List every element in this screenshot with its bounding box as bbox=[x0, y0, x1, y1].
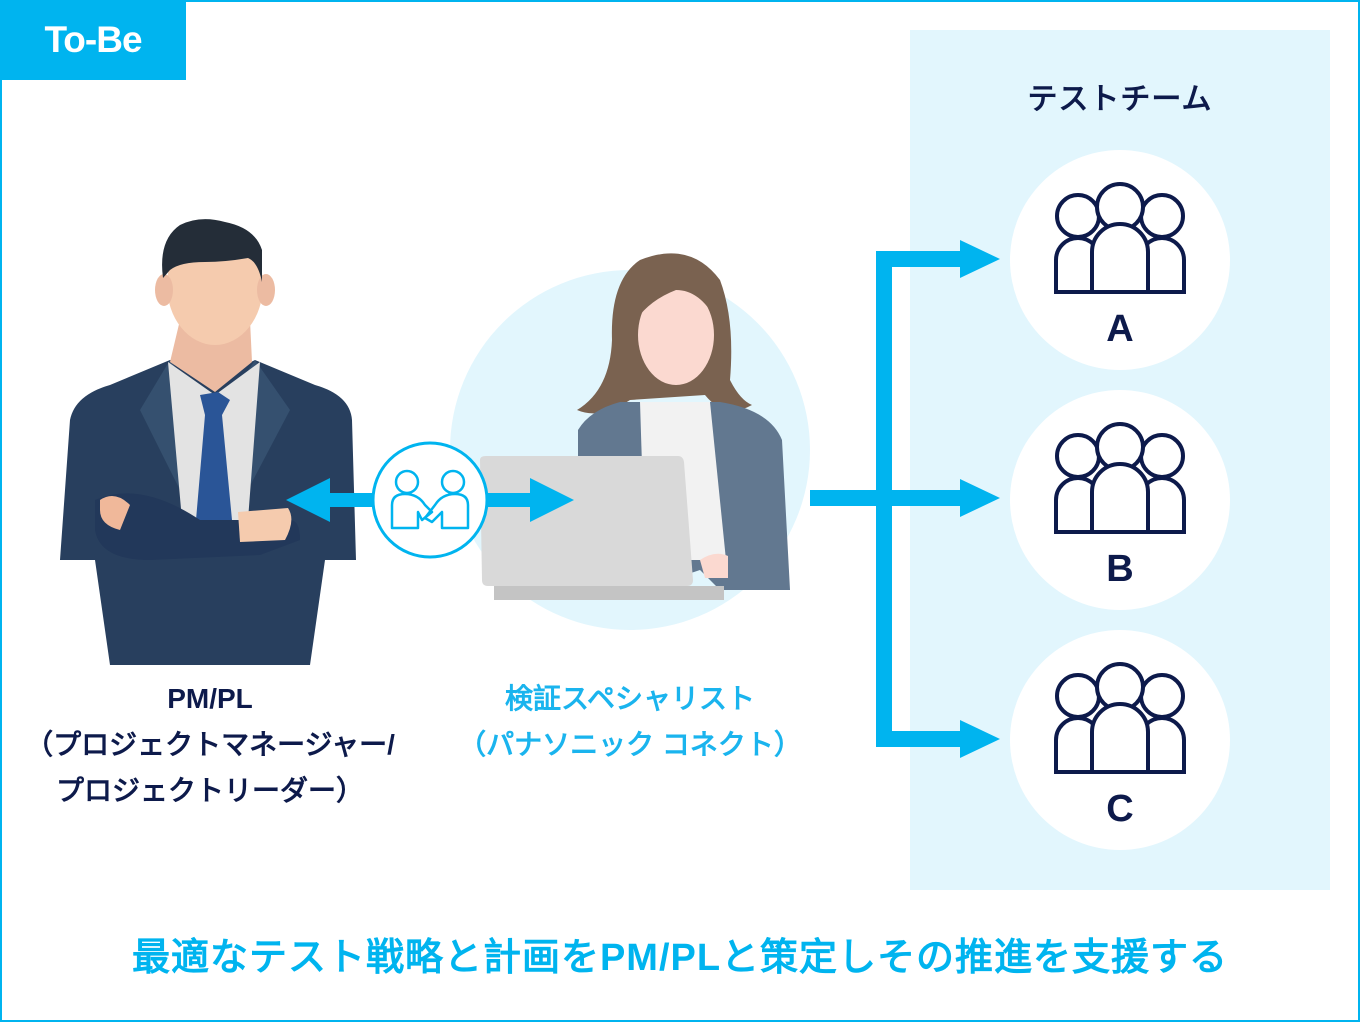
group-icon bbox=[1054, 422, 1186, 534]
group-icon bbox=[1054, 182, 1186, 294]
group-icon bbox=[1054, 662, 1186, 774]
handshake-icon bbox=[371, 441, 489, 559]
arrow-to-team-c bbox=[960, 720, 1000, 758]
arrow-to-team-a bbox=[960, 240, 1000, 278]
pm-subtitle-line1: （プロジェクトマネージャー/ bbox=[25, 729, 395, 760]
branch-arrows bbox=[810, 240, 1000, 758]
pm-label: PM/PL （プロジェクトマネージャー/ プロジェクトリーダー） bbox=[20, 676, 400, 814]
team-c-label: C bbox=[1106, 788, 1134, 830]
arrow-to-team-b bbox=[960, 479, 1000, 517]
test-team-title: テストチーム bbox=[1027, 83, 1213, 116]
specialist-label: 検証スペシャリスト （パナソニック コネクト） bbox=[440, 676, 820, 768]
team-b-label: B bbox=[1106, 548, 1134, 590]
to-be-tag: To-Be bbox=[0, 0, 186, 80]
specialist-title: 検証スペシャリスト bbox=[504, 683, 756, 714]
footer-summary: 最適なテスト戦略と計画をPM/PLと策定しその推進を支援する bbox=[131, 937, 1229, 979]
specialist-subtitle: （パナソニック コネクト） bbox=[458, 729, 802, 760]
team-a-label: A bbox=[1106, 308, 1134, 350]
pm-title: PM/PL bbox=[167, 683, 253, 714]
pm-figure bbox=[60, 219, 356, 665]
pm-subtitle-line2: プロジェクトリーダー） bbox=[55, 775, 364, 806]
